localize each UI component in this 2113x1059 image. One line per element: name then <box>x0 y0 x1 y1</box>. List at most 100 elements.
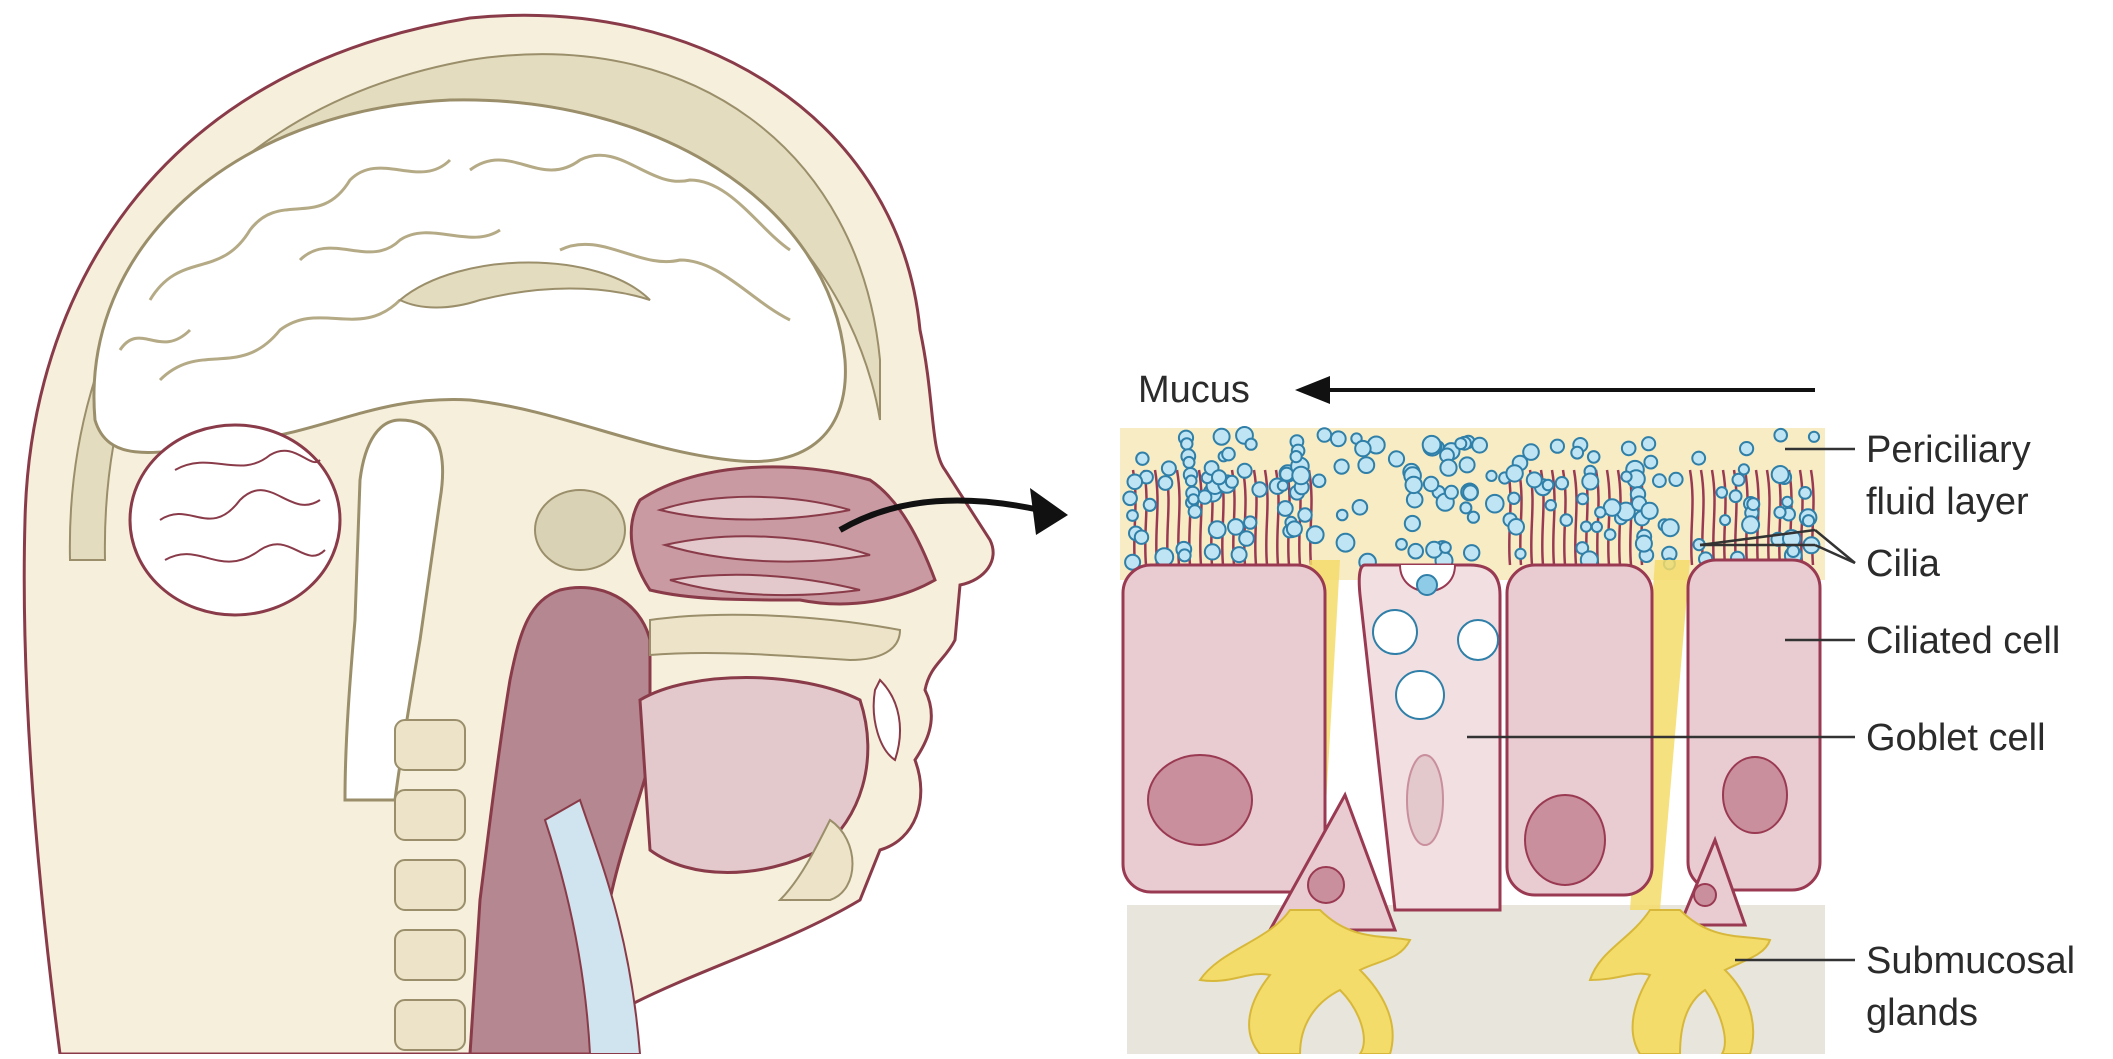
ciliated-cell <box>1688 560 1820 890</box>
mucus-droplet <box>1331 431 1346 446</box>
mucus-droplet <box>1747 498 1759 510</box>
mucus-droplet <box>1144 499 1156 511</box>
mucus-droplet <box>1239 531 1254 546</box>
mucus-droplet <box>1720 515 1730 525</box>
mucus-droplet <box>1405 516 1420 531</box>
mucus-droplet <box>1214 429 1230 445</box>
mucus-droplet <box>1739 464 1749 474</box>
mucus-droplet <box>1742 516 1759 533</box>
mucus-droplet <box>1189 505 1202 518</box>
mucus-droplet <box>1642 503 1658 519</box>
mucus-droplet <box>1335 460 1349 474</box>
mucus-droplet <box>1543 480 1554 491</box>
mucus-droplet <box>1717 487 1728 498</box>
label-cilia: Cilia <box>1866 543 1941 585</box>
mucus-droplet <box>1561 514 1573 526</box>
mucus-droplet <box>1644 456 1657 469</box>
mucus-droplet <box>1445 486 1458 499</box>
mucus-droplet <box>1464 545 1479 560</box>
mucus-droplet <box>1278 481 1288 491</box>
mucus-droplet <box>1546 500 1556 510</box>
mucus-droplet <box>1440 460 1456 476</box>
mucus-droplet <box>1662 519 1679 536</box>
mucus-droplet <box>1571 447 1583 459</box>
mucus-droplet <box>1440 542 1451 553</box>
mucus-droplet <box>1592 522 1602 532</box>
mucus-droplet <box>1135 531 1148 544</box>
mucus-droplet <box>1246 439 1257 450</box>
mucus-droplet <box>1506 465 1522 481</box>
mucus-droplet <box>1159 476 1173 490</box>
mucus-droplet <box>1179 549 1191 561</box>
mucus-droplet <box>1406 477 1422 493</box>
cerebellum <box>130 425 340 615</box>
mucus-droplet <box>1486 495 1504 513</box>
mucus-droplet <box>1463 485 1477 499</box>
mucus-droplet <box>1353 500 1368 515</box>
mucus-droplet <box>1162 461 1176 475</box>
mucus-droplet <box>1238 464 1252 478</box>
mucus-droplet <box>1809 432 1819 442</box>
mucus-droplet <box>1636 536 1652 552</box>
epithelium-detail <box>1120 427 1825 1054</box>
mucus-droplet <box>1556 477 1568 489</box>
ciliated-cell <box>1507 565 1652 895</box>
mucus-droplet <box>1772 466 1789 483</box>
mucus-droplet <box>1551 440 1564 453</box>
mucus-droplet <box>1212 470 1226 484</box>
mucus-droplet <box>1287 521 1302 536</box>
mucus-droplet <box>1468 512 1479 523</box>
mucus-droplet <box>1307 526 1324 543</box>
mucus-droplet <box>1252 482 1266 496</box>
mucus-droplet <box>1472 438 1487 453</box>
mucus-droplet <box>1232 547 1247 562</box>
label-ciliated-cell: Ciliated cell <box>1866 620 2060 662</box>
sphenoid-sinus <box>535 490 625 570</box>
mucus-droplet <box>1669 473 1682 486</box>
mucus-droplet <box>1424 477 1438 491</box>
mucus-droplet <box>1186 476 1197 487</box>
mucus-droplet <box>1803 515 1814 526</box>
mucus-droplet <box>1508 493 1519 504</box>
mucus-droplet <box>1774 507 1785 518</box>
mucus-droplet <box>1355 441 1370 456</box>
mucus-droplet <box>1396 539 1407 550</box>
mucus-droplet <box>1455 438 1466 449</box>
mucus-droplet <box>1184 457 1195 468</box>
mucus-droplet <box>1595 507 1605 517</box>
mucus-droplet <box>1515 549 1525 559</box>
label-periciliary-line2: fluid layer <box>1866 481 2029 523</box>
ciliated-cell <box>1123 565 1325 892</box>
mucus-droplet <box>1408 544 1423 559</box>
label-submucosal-line1: Submucosal <box>1866 940 2075 982</box>
head-sagittal-section <box>24 15 993 1054</box>
mucus-droplet <box>1188 494 1198 504</box>
mucus-droplet <box>1799 487 1811 499</box>
mucus-droplet <box>1642 437 1655 450</box>
mucus-droplet <box>1622 442 1636 456</box>
mucus-droplet <box>1155 548 1173 566</box>
mucus-droplet <box>1730 490 1742 502</box>
mucus-droplet <box>1407 492 1423 508</box>
mucus-droplet <box>1740 442 1753 455</box>
mucus-droplet <box>1423 436 1441 454</box>
mucus-droplet <box>1244 516 1256 528</box>
mucus-droplet <box>1337 534 1355 552</box>
mucus-droplet <box>1313 475 1326 488</box>
mucus-droplet <box>1292 467 1309 484</box>
mucus-droplet <box>1358 457 1374 473</box>
mucus-droplet <box>1692 452 1705 465</box>
mucus-droplet <box>1605 529 1616 540</box>
label-periciliary-line1: Periciliary <box>1866 429 2031 471</box>
mucus-droplet <box>1298 508 1311 521</box>
mucus-droplet <box>1389 451 1404 466</box>
mucus-droplet <box>1582 474 1598 490</box>
mucus-droplet <box>1226 476 1238 488</box>
mucus-droplet <box>1123 492 1137 506</box>
mucus-droplet <box>1527 472 1542 487</box>
mucus-droplet <box>1508 519 1524 535</box>
mucus-droplet <box>1128 475 1143 490</box>
mucus-droplet <box>1653 474 1666 487</box>
mucus-droplet <box>1581 522 1591 532</box>
